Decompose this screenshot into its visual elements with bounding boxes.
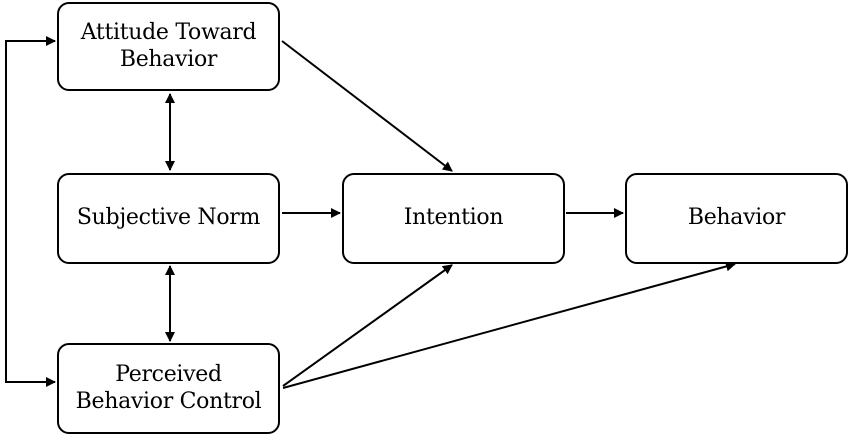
- behavior-label: Behavior: [687, 205, 786, 231]
- perceived-label-line-2: Behavior Control: [75, 388, 262, 414]
- attitude-toward-behavior-box: Attitude Toward Behavior: [57, 2, 280, 91]
- arrow-perceived-control-to-intention: [282, 264, 453, 387]
- attitude-toward-behavior-label: Attitude Toward Behavior: [81, 20, 257, 74]
- intention-label: Intention: [403, 205, 504, 231]
- perceived-behavior-control-box: Perceived Behavior Control: [57, 343, 280, 434]
- attitude-label-line-2: Behavior: [119, 46, 218, 72]
- intention-box: Intention: [342, 173, 565, 264]
- perceived-behavior-control-label: Perceived Behavior Control: [76, 362, 262, 416]
- behavior-box: Behavior: [625, 173, 848, 264]
- double-arrow-attitude-perceived-control: [5, 36, 56, 387]
- perceived-label-line-1: Perceived: [115, 361, 222, 387]
- arrow-attitude-to-intention: [281, 40, 453, 172]
- subjective-norm-box: Subjective Norm: [57, 173, 280, 264]
- subjective-norm-label: Subjective Norm: [76, 205, 261, 231]
- attitude-label-line-1: Attitude Toward: [80, 19, 257, 45]
- arrow-perceived-control-to-behavior: [282, 261, 736, 389]
